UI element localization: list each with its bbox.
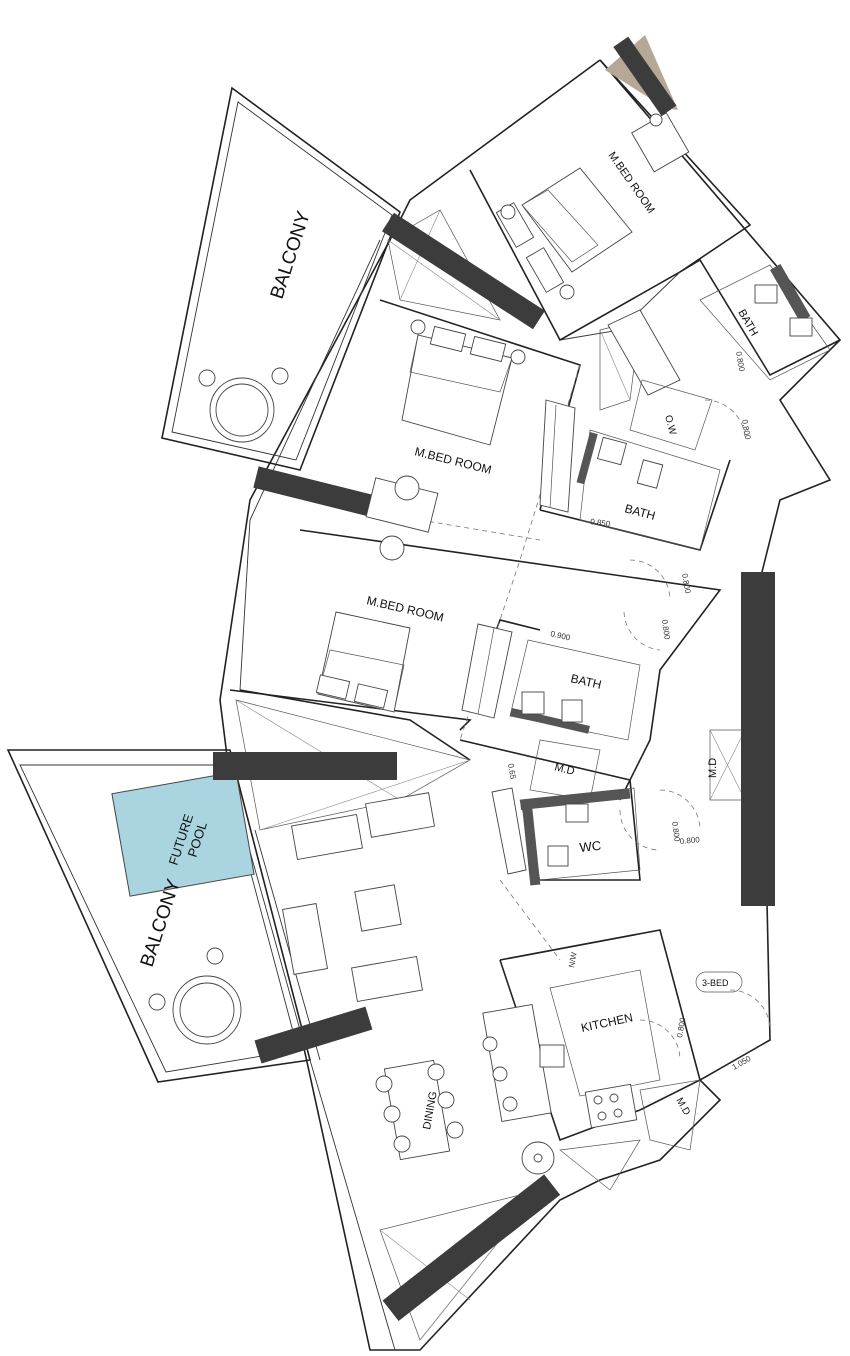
unit-tag: 3-BED bbox=[702, 978, 729, 988]
dim-nw: N/W bbox=[567, 951, 579, 968]
md-3-label: M.D bbox=[673, 1096, 692, 1117]
lamp-c bbox=[410, 319, 426, 335]
bath-middle: BATH O.W 0.850 0.800 bbox=[576, 379, 721, 595]
dim-1050: 1.050 bbox=[731, 1054, 753, 1072]
chair-a bbox=[394, 475, 420, 501]
dim-800f: 0.800 bbox=[679, 835, 700, 846]
wardrobe-middle bbox=[539, 399, 576, 513]
lamp-d bbox=[510, 349, 526, 365]
bath-2-label: BATH bbox=[623, 501, 657, 523]
master-bedroom-top: M.BED ROOM bbox=[495, 112, 690, 396]
basin-d bbox=[565, 803, 589, 823]
beam-2 bbox=[382, 212, 545, 330]
wardrobe-top bbox=[607, 309, 681, 396]
door-swings bbox=[619, 399, 771, 1061]
stool-b bbox=[271, 367, 289, 385]
dining-area: DINING bbox=[375, 1059, 555, 1175]
dim-800c: 0.800 bbox=[680, 573, 692, 595]
stool-c bbox=[148, 993, 166, 1011]
bath-lower: BATH 0.900 0.800 bbox=[509, 619, 672, 741]
ow-label: O.W bbox=[662, 414, 678, 437]
beam-6 bbox=[254, 1006, 373, 1064]
wc-label: WC bbox=[579, 838, 602, 855]
wardrobe-lower bbox=[461, 623, 513, 719]
wc-area: M.D 0.65 WC 0.800 0.800 M.D bbox=[491, 739, 719, 886]
beam-3 bbox=[253, 466, 376, 517]
basin-a bbox=[754, 284, 778, 304]
master-bedroom-lower: M.BED ROOM bbox=[315, 593, 513, 719]
pillow-f bbox=[353, 683, 389, 709]
basin-b bbox=[597, 436, 627, 466]
dim-800g: 0.800 bbox=[675, 1017, 687, 1039]
basin-c bbox=[521, 691, 545, 715]
dim-800b: 0.800 bbox=[740, 419, 752, 441]
md-2-label: M.D bbox=[707, 758, 719, 778]
sofa-b bbox=[365, 792, 435, 838]
md-1-label: M.D bbox=[553, 761, 576, 778]
toilet-c bbox=[561, 699, 583, 723]
pillow-e bbox=[315, 674, 351, 700]
stool-d bbox=[206, 947, 224, 965]
toilet-a bbox=[789, 317, 813, 337]
toilet-d bbox=[547, 845, 569, 867]
sofa-a bbox=[291, 814, 363, 860]
dim-850: 0.850 bbox=[590, 517, 612, 529]
desk-top bbox=[631, 112, 690, 173]
future-pool bbox=[111, 771, 255, 897]
lamp-b bbox=[559, 284, 575, 300]
dim-800e: 0.800 bbox=[670, 821, 682, 843]
balcony-top-label: BALCONY bbox=[267, 208, 315, 301]
balcony-top: BALCONY bbox=[161, 86, 401, 471]
beam-1-top bbox=[613, 36, 677, 116]
cooktop bbox=[584, 1083, 638, 1129]
dim-800a: 0.800 bbox=[734, 351, 746, 373]
chair-b bbox=[379, 535, 405, 561]
kitchen-area: KITCHEN N/W 0.800 1.050 3-BED M.D bbox=[482, 951, 753, 1151]
desk-lamp bbox=[649, 113, 663, 127]
beam-7 bbox=[382, 1174, 561, 1322]
beam-4 bbox=[213, 752, 397, 780]
dim-900: 0.900 bbox=[550, 629, 572, 642]
master-bedroom-middle: M.BED ROOM bbox=[365, 319, 576, 561]
lamp-a bbox=[500, 204, 516, 220]
sofa-c bbox=[282, 903, 328, 975]
sofa-d bbox=[351, 956, 423, 1002]
bath-3-label: BATH bbox=[569, 671, 602, 692]
coffee-table bbox=[354, 884, 402, 932]
round-table-bottom-inner bbox=[179, 982, 235, 1038]
pillow-b bbox=[525, 247, 565, 293]
structural-beams bbox=[213, 35, 775, 1322]
bath-top-right: BATH 0.800 0.800 bbox=[699, 264, 831, 441]
unit-tag-box bbox=[695, 971, 743, 993]
stool-a bbox=[198, 369, 216, 387]
living-area bbox=[282, 792, 435, 1002]
master-bed-2-label: M.BED ROOM bbox=[413, 444, 493, 477]
coat-rack bbox=[491, 787, 527, 875]
round-table-inner bbox=[215, 383, 269, 437]
dim-065: 0.65 bbox=[506, 763, 518, 780]
beam-5 bbox=[741, 572, 775, 906]
sink bbox=[539, 1044, 565, 1068]
master-bed-3-label: M.BED ROOM bbox=[365, 593, 445, 624]
pillow-c bbox=[429, 325, 467, 353]
balcony-bottom: FUTURE POOL BALCONY bbox=[6, 749, 311, 1083]
dim-800d: 0.800 bbox=[660, 619, 672, 641]
toilet-b bbox=[636, 459, 664, 489]
pillow-d bbox=[469, 335, 507, 363]
kitchen-label: KITCHEN bbox=[580, 1010, 634, 1035]
